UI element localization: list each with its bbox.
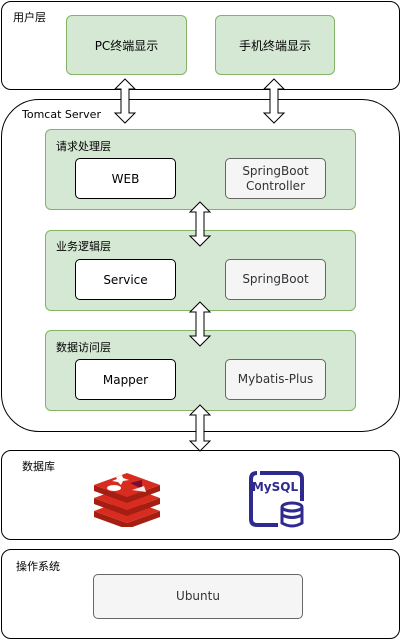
data-access-layer: 数据访问层 Mapper Mybatis-Plus bbox=[45, 330, 356, 411]
os-layer: 操作系统 Ubuntu bbox=[1, 549, 400, 639]
request-layer: 请求处理层 WEB SpringBoot Controller bbox=[45, 129, 356, 210]
request-layer-title: 请求处理层 bbox=[56, 140, 111, 153]
database-layer: 数据库 MySQL bbox=[1, 450, 400, 540]
web-box: WEB bbox=[75, 158, 176, 199]
mybatis-plus-box: Mybatis-Plus bbox=[225, 359, 326, 400]
arrow-pc-to-tomcat bbox=[113, 78, 137, 124]
mapper-box: Mapper bbox=[75, 359, 176, 400]
user-layer-title: 用户层 bbox=[13, 11, 46, 24]
pc-display-box: PC终端显示 bbox=[66, 15, 187, 75]
ubuntu-box: Ubuntu bbox=[93, 574, 303, 619]
os-layer-title: 操作系统 bbox=[16, 560, 60, 573]
arrow-request-to-business bbox=[188, 201, 212, 247]
business-layer: 业务逻辑层 Service SpringBoot bbox=[45, 230, 356, 311]
springboot-controller-box: SpringBoot Controller bbox=[225, 158, 326, 199]
mysql-logo-text: MySQL bbox=[252, 480, 299, 494]
database-layer-title: 数据库 bbox=[22, 460, 55, 473]
arrow-data-access-to-database bbox=[188, 404, 212, 452]
redis-icon bbox=[94, 473, 160, 527]
user-layer: 用户层 PC终端显示 手机终端显示 bbox=[1, 1, 400, 90]
arrow-mobile-to-tomcat bbox=[262, 78, 286, 124]
service-box: Service bbox=[75, 259, 176, 300]
mysql-icon: MySQL bbox=[249, 471, 304, 528]
tomcat-server-title: Tomcat Server bbox=[22, 108, 101, 121]
data-access-layer-title: 数据访问层 bbox=[56, 341, 111, 354]
springboot-box: SpringBoot bbox=[225, 259, 326, 300]
arrow-business-to-data-access bbox=[188, 301, 212, 347]
mobile-display-box: 手机终端显示 bbox=[215, 15, 335, 75]
business-layer-title: 业务逻辑层 bbox=[56, 240, 111, 253]
